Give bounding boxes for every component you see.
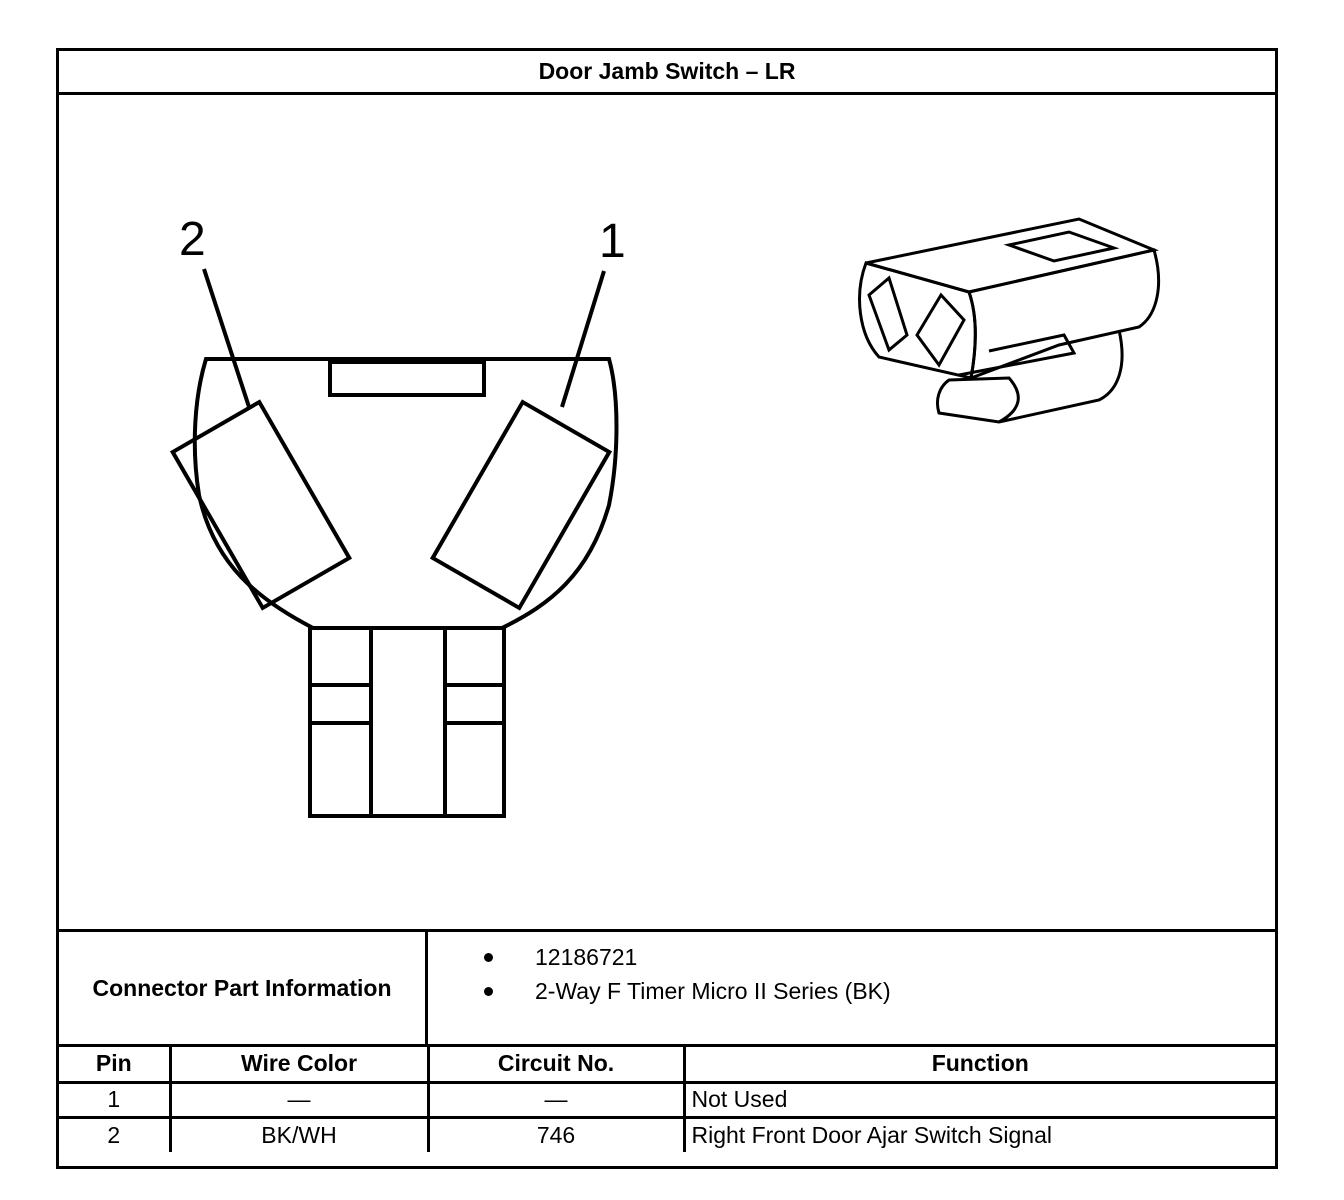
pin-cell: 1: [59, 1080, 172, 1119]
pin-1-label: 1: [599, 215, 626, 268]
function-cell: Not Used: [682, 1080, 1275, 1119]
connector-description: 2-Way F Timer Micro II Series (BK): [428, 974, 891, 1008]
latch-slot: [328, 360, 486, 397]
pin-table-header-row: Pin Wire Color Circuit No. Function: [59, 1047, 1275, 1084]
wire-color-column-header: Wire Color: [168, 1047, 430, 1084]
iso-cavity-1: [867, 275, 909, 353]
connector-isometric-view: [858, 217, 1161, 424]
circuit-column-header: Circuit No.: [426, 1047, 686, 1084]
iso-cavity-2: [915, 292, 966, 368]
terminal-cavity-2: [169, 399, 353, 611]
circuit-cell: 746: [426, 1115, 686, 1152]
connector-face-outline: [192, 357, 619, 630]
circuit-cell: —: [426, 1080, 686, 1119]
iso-top-label-area: [1003, 230, 1120, 263]
pin-2-label: 2: [179, 213, 206, 266]
connector-drawing: 2 1: [169, 213, 1161, 818]
function-column-header: Function: [682, 1047, 1275, 1084]
iso-latch: [935, 329, 1124, 424]
iso-top-face: [865, 217, 1159, 294]
connector-part-info-list: 12186721 2-Way F Timer Micro II Series (…: [428, 940, 891, 1008]
connector-diagram-frame: Door Jamb Switch – LR 2 1: [56, 48, 1278, 1169]
wire-color-cell: BK/WH: [168, 1115, 430, 1152]
connector-illustration-area: 2 1: [59, 95, 1275, 929]
pin-2-leader-line: [202, 268, 251, 408]
table-row: 2 BK/WH 746 Right Front Door Ajar Switch…: [59, 1115, 1275, 1152]
table-row: 1 — — Not Used: [59, 1080, 1275, 1119]
pin-table: Pin Wire Color Circuit No. Function 1 — …: [59, 1047, 1275, 1152]
connector-part-info: Connector Part Information 12186721 2-Wa…: [59, 929, 1275, 1047]
iso-side-face: [967, 248, 1161, 381]
connector-part-info-label: Connector Part Information: [59, 932, 428, 1044]
terminal-cavity-1: [429, 399, 613, 611]
wire-color-cell: —: [168, 1080, 430, 1119]
connector-face-view: [169, 268, 619, 818]
function-cell: Right Front Door Ajar Switch Signal: [682, 1115, 1275, 1152]
part-number: 12186721: [428, 940, 891, 974]
pin-1-leader-line: [560, 270, 606, 408]
pin-cell: 2: [59, 1115, 172, 1152]
diagram-title: Door Jamb Switch – LR: [59, 51, 1275, 95]
pin-column-header: Pin: [59, 1047, 172, 1084]
